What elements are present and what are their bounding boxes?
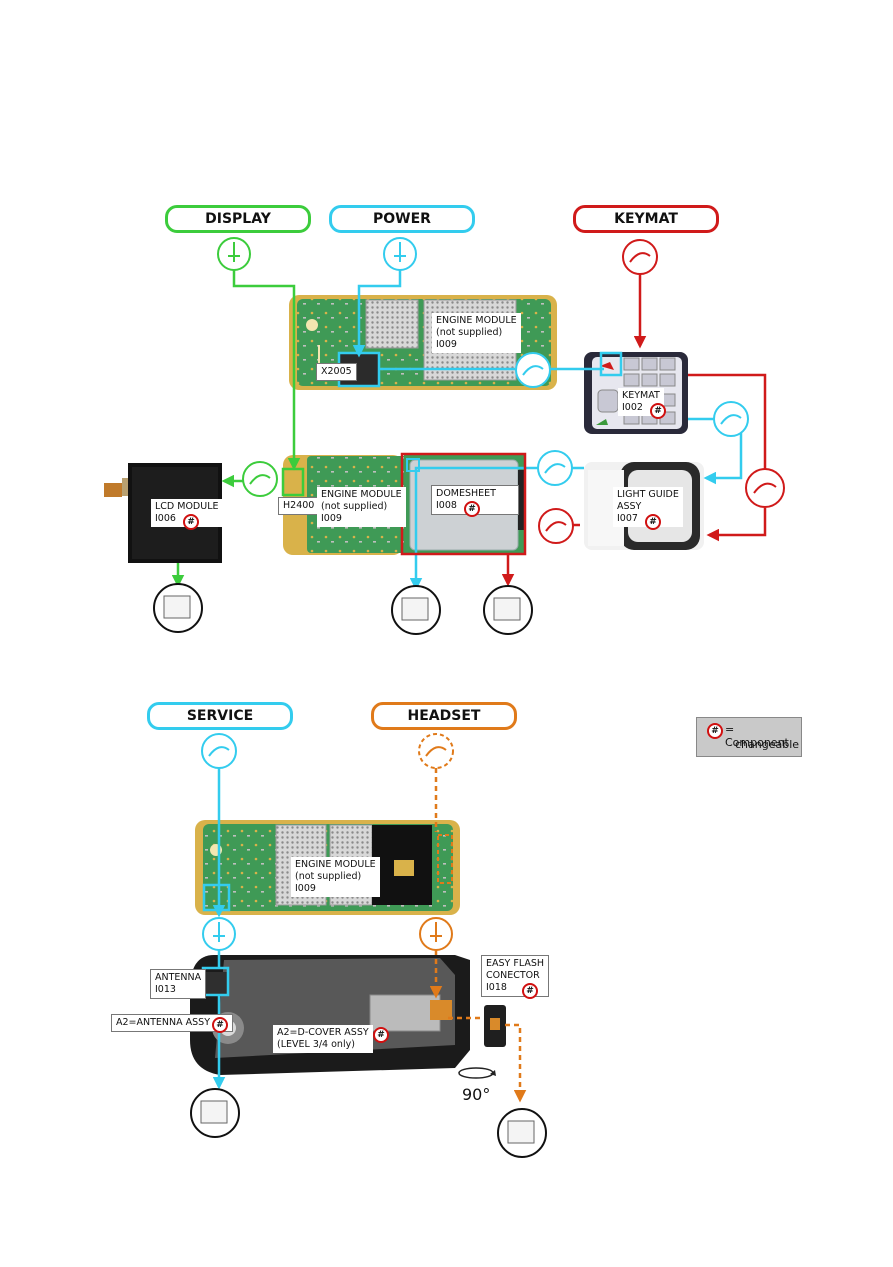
- hand-icon: [242, 461, 278, 497]
- changeable-mark-icon: #: [183, 514, 199, 530]
- changeable-mark-icon: #: [650, 403, 666, 419]
- hand-icon: [538, 508, 574, 544]
- lcd-module-label: LCD MODULE I006#: [151, 499, 223, 530]
- changeable-mark-icon: #: [373, 1027, 389, 1043]
- easy-flash-connector-part: [484, 1005, 506, 1047]
- headset-header: HEADSET: [371, 702, 517, 730]
- power-header: POWER: [329, 205, 475, 233]
- engine-module-bottom-label: ENGINE MODULE (not supplied) I009: [291, 857, 380, 897]
- legend-line-1: = Component: [725, 723, 789, 749]
- changeable-mark-icon: #: [645, 514, 661, 530]
- d-cover-label: A2=D-COVER ASSY (LEVEL 3/4 only)#: [273, 1025, 389, 1053]
- hand-icon: [622, 239, 658, 275]
- hand-icon: [418, 733, 454, 769]
- display-header: DISPLAY: [165, 205, 311, 233]
- light-guide-label: LIGHT GUIDE ASSY I007#: [613, 487, 683, 530]
- changeable-mark-icon: #: [707, 723, 723, 739]
- antenna-engine-highlight: [202, 883, 231, 912]
- tweezers-icon: [419, 917, 453, 951]
- headset-engine-highlight: [437, 834, 453, 884]
- keymat-header: KEYMAT: [573, 205, 719, 233]
- domesheet-contact-highlight: [406, 458, 420, 472]
- rotation-angle-label: 90°: [462, 1085, 491, 1104]
- keymat-part-label: KEYMAT I002#: [618, 388, 666, 419]
- hand-icon: [713, 401, 749, 437]
- legend-box: # = Component changeable: [696, 717, 802, 757]
- service-level-box-icon: [483, 585, 533, 635]
- h2400-label: H2400: [278, 497, 320, 515]
- h2400-highlight: [281, 467, 305, 497]
- x2005-label: X2005: [316, 363, 357, 381]
- hand-icon: [537, 450, 573, 486]
- engine-module-top-label: ENGINE MODULE (not supplied) I009: [432, 313, 521, 353]
- service-level-box-icon: [497, 1108, 547, 1158]
- tweezers-icon: [217, 237, 251, 271]
- changeable-mark-icon: #: [464, 501, 480, 517]
- hand-icon: [745, 468, 785, 508]
- tweezers-icon: [202, 917, 236, 951]
- legend-line-2: changeable: [735, 738, 800, 751]
- service-header: SERVICE: [147, 702, 293, 730]
- hand-icon: [515, 352, 551, 388]
- changeable-mark-icon: #: [212, 1017, 229, 1033]
- engine-module-middle-label: ENGINE MODULE (not supplied) I009: [317, 487, 406, 527]
- keymat-contact-highlight: [599, 351, 623, 377]
- antenna-assy-label: A2=ANTENNA ASSY#: [111, 1014, 234, 1033]
- service-level-box-icon: [391, 585, 441, 635]
- rotation-arrow-icon: [458, 1067, 496, 1079]
- service-level-box-icon: [153, 583, 203, 633]
- tweezers-icon: [383, 237, 417, 271]
- changeable-mark-icon: #: [522, 983, 538, 999]
- antenna-label: ANTENNA I013: [150, 969, 207, 999]
- service-level-box-icon: [190, 1088, 240, 1138]
- domesheet-label: DOMESHEET I008#: [431, 485, 519, 517]
- hand-icon: [201, 733, 237, 769]
- easy-flash-label: EASY FLASH CONECTOR I018#: [481, 955, 550, 999]
